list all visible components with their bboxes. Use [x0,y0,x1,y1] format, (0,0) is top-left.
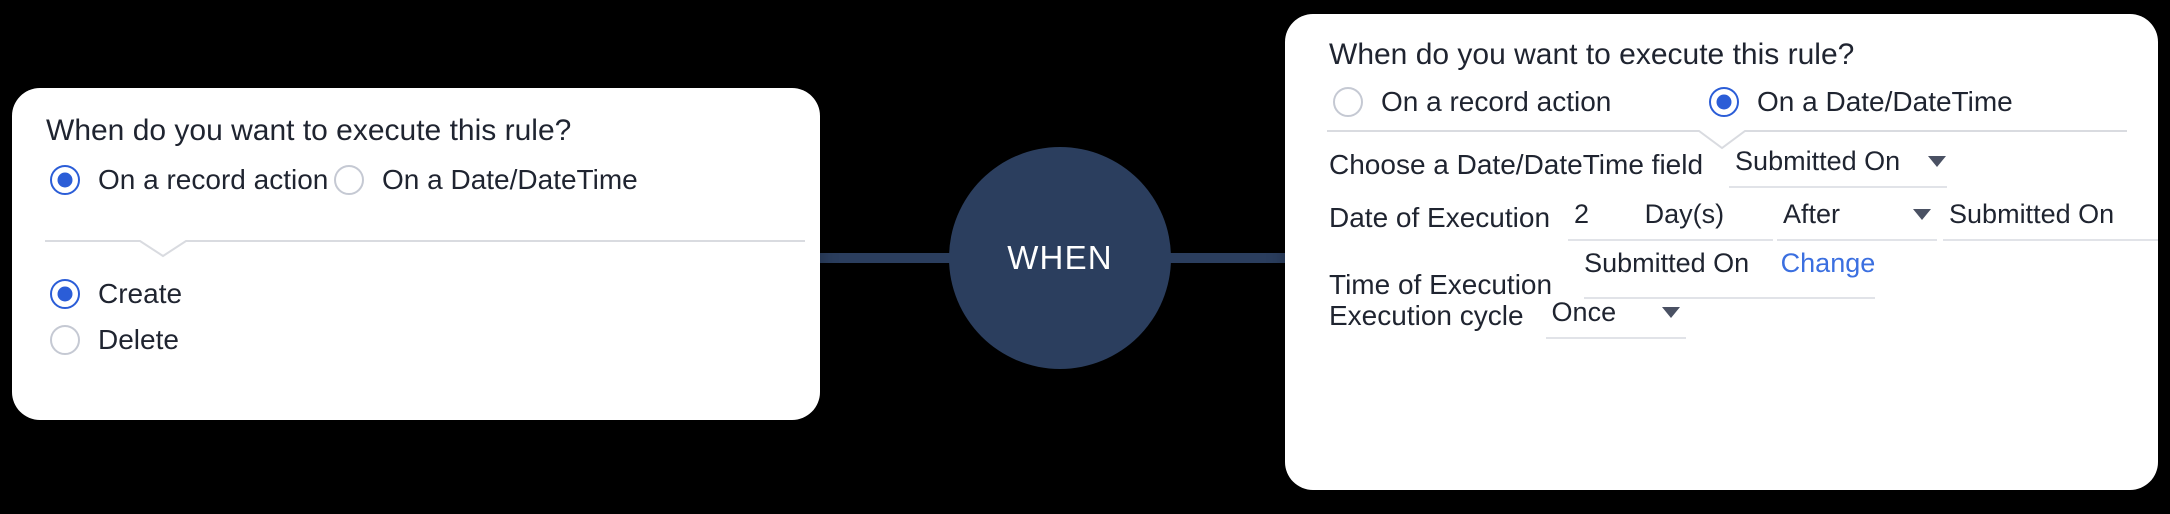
right-option-record-action-label: On a record action [1381,86,1612,117]
radio-icon-unselected[interactable] [334,165,364,195]
date-of-execution-direction-select[interactable]: After [1777,199,1938,241]
row-execution-cycle: Execution cycle Once [1329,297,1686,339]
time-of-execution-label: Time of Execution [1329,269,1553,300]
row-date-of-execution: Date of Execution 2 Day(s) After Submitt… [1329,199,2158,241]
date-of-execution-unit: Day(s) [1644,199,1725,229]
when-node-label: WHEN [1007,239,1113,276]
left-card-question: When do you want to execute this rule? [46,114,572,147]
date-of-execution-anchor[interactable]: Submitted On [1943,199,2158,241]
left-card-separator [45,240,805,258]
left-rule-card: When do you want to execute this rule? O… [12,88,820,420]
right-option-date-datetime[interactable]: On a Date/DateTime [1709,86,2013,118]
left-action-create[interactable]: Create [50,278,182,310]
radio-icon-unselected[interactable] [50,325,80,355]
radio-icon-selected[interactable] [50,165,80,195]
date-of-execution-amount-value: 2 [1574,199,1590,229]
right-card-question: When do you want to execute this rule? [1329,38,1855,71]
radio-icon-unselected[interactable] [1333,87,1363,117]
execution-cycle-select[interactable]: Once [1545,297,1686,339]
time-of-execution-change-link[interactable]: Change [1780,248,1876,278]
date-of-execution-direction-value: After [1783,199,1841,229]
right-option-record-action[interactable]: On a record action [1333,86,1611,118]
connector-right [1150,253,1310,263]
right-option-date-datetime-label: On a Date/DateTime [1757,86,2013,117]
right-card-separator [1327,130,2127,150]
date-of-execution-amount-input[interactable]: 2 Day(s) [1568,199,1774,241]
left-option-date-datetime[interactable]: On a Date/DateTime [334,164,638,196]
time-of-execution-value: Submitted On [1584,248,1750,278]
row-choose-field: Choose a Date/DateTime field Submitted O… [1329,146,1948,188]
left-action-delete[interactable]: Delete [50,324,179,356]
left-option-record-action-label: On a record action [98,164,329,195]
time-of-execution-wrap: Submitted On Change [1578,248,1876,308]
connector-left [800,253,970,263]
left-option-date-datetime-label: On a Date/DateTime [382,164,638,195]
chevron-down-icon [1913,209,1932,220]
when-node: WHEN [949,147,1171,369]
left-option-record-action[interactable]: On a record action [50,164,328,196]
chevron-down-icon [1928,156,1947,167]
choose-field-label: Choose a Date/DateTime field [1329,149,1704,180]
choose-field-select[interactable]: Submitted On [1729,146,1948,188]
left-action-create-label: Create [98,278,183,309]
execution-cycle-label: Execution cycle [1329,300,1524,331]
radio-icon-selected[interactable] [50,279,80,309]
right-rule-card: When do you want to execute this rule? O… [1285,14,2158,490]
date-of-execution-label: Date of Execution [1329,202,1551,233]
chevron-down-icon [1661,307,1680,318]
choose-field-value: Submitted On [1735,146,1901,176]
radio-icon-selected[interactable] [1709,87,1739,117]
left-action-delete-label: Delete [98,324,179,355]
row-time-of-execution: Time of Execution Submitted On Change [1329,248,1876,308]
execution-cycle-value: Once [1551,297,1617,327]
